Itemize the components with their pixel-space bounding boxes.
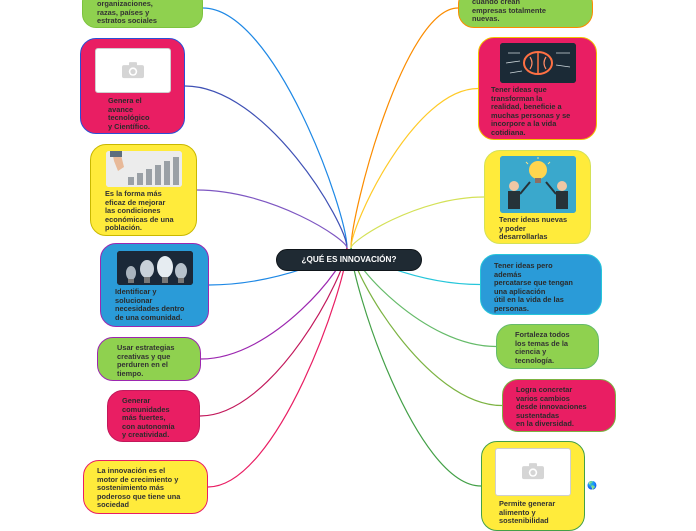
camera-icon <box>122 61 144 78</box>
globe-icon[interactable]: 🌎 <box>587 481 597 490</box>
branch-node-b9[interactable]: Tener ideas que transforman la realidad,… <box>478 37 597 140</box>
branch-node-b14[interactable]: Permite generar alimento y sostenibilida… <box>481 441 585 531</box>
branch-text: Generar comunidades más fuertes, con aut… <box>122 396 175 440</box>
branch-node-b12[interactable]: Fortaleza todos los temas de la ciencia … <box>496 324 599 369</box>
lightbulbs-image <box>117 251 193 285</box>
connector-b3 <box>196 189 348 249</box>
branch-text: Logra concretar varios cambios desde inn… <box>516 385 587 429</box>
businessmen-lightbulb-image <box>500 156 576 213</box>
branch-text: cuando crean empresas totalmente nuevas. <box>472 0 546 24</box>
branch-node-b5[interactable]: Usar estrategias creativas y que perdure… <box>97 337 201 381</box>
stacked-coins-image <box>106 151 182 187</box>
central-topic[interactable]: ¿QUÉ ES INNOVACIÓN? <box>276 249 422 271</box>
branch-node-b4[interactable]: Identificar y solucionar necesidades den… <box>100 243 209 327</box>
connector-b2 <box>184 85 348 249</box>
camera-icon <box>522 463 544 480</box>
branch-node-b3[interactable]: Es la forma más eficaz de mejorar las co… <box>90 144 197 236</box>
branch-text: Es la forma más eficaz de mejorar las co… <box>105 189 174 233</box>
branch-node-b7[interactable]: La innovación es el motor de crecimiento… <box>83 460 208 514</box>
connector-b8 <box>350 7 459 249</box>
branch-text: Identificar y solucionar necesidades den… <box>115 287 185 322</box>
brain-chalkboard-image <box>500 43 576 83</box>
image-placeholder <box>95 48 171 93</box>
branch-text: Genera el avance tecnológico y Científic… <box>108 96 150 131</box>
branch-node-b8[interactable]: cuando crean empresas totalmente nuevas. <box>458 0 593 28</box>
mind-map-canvas: organizaciones, razas, países y estratos… <box>80 0 616 531</box>
connector-b1 <box>202 7 348 249</box>
branch-text: Tener ideas nuevas y poder desarrollarla… <box>499 215 568 242</box>
branch-node-b10[interactable]: Tener ideas nuevas y poder desarrollarla… <box>484 150 591 244</box>
branch-node-b1[interactable]: organizaciones, razas, países y estratos… <box>82 0 203 28</box>
branch-text: Usar estrategias creativas y que perdure… <box>117 343 175 378</box>
branch-node-b11[interactable]: Tener ideas pero además percatarse que t… <box>480 254 602 315</box>
branch-text: Tener ideas que transforman la realidad,… <box>491 85 571 137</box>
branch-text: Fortaleza todos los temas de la ciencia … <box>515 330 570 365</box>
branch-node-b2[interactable]: Genera el avance tecnológico y Científic… <box>80 38 185 134</box>
branch-node-b13[interactable]: Logra concretar varios cambios desde inn… <box>502 379 616 432</box>
branch-text: organizaciones, razas, países y estratos… <box>97 0 157 26</box>
branch-text: Permite generar alimento y sostenibilida… <box>499 499 556 526</box>
branch-text: Tener ideas pero además percatarse que t… <box>494 261 573 313</box>
branch-text: La innovación es el motor de crecimiento… <box>97 466 181 510</box>
branch-node-b6[interactable]: Generar comunidades más fuertes, con aut… <box>107 390 200 442</box>
connector-b9 <box>350 87 479 249</box>
image-placeholder <box>495 448 571 496</box>
connector-b10 <box>350 196 485 249</box>
